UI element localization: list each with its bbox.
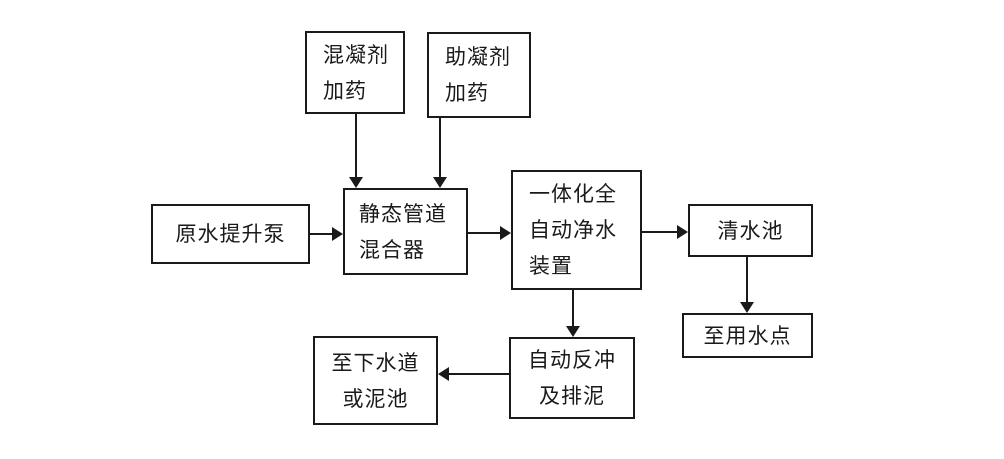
- node-label-line: 加药: [445, 81, 489, 105]
- node-label-line: 助凝剂: [445, 45, 511, 69]
- node-label-line: 自动净水: [529, 218, 617, 242]
- node-label-line: 及排泥: [539, 384, 605, 408]
- node-label-line: 至下水道: [331, 350, 420, 375]
- node-auto-backwash-sludge: 自动反冲 及排泥: [509, 337, 635, 419]
- node-label-line: 清水池: [717, 218, 784, 243]
- node-label-line: 装置: [529, 254, 573, 278]
- node-label-line: 静态管道: [359, 201, 447, 226]
- node-label-line: 原水提升泵: [175, 222, 286, 246]
- node-label-line: 一体化全: [529, 182, 617, 206]
- node-label-line: 自动反冲: [528, 348, 616, 372]
- node-to-sewer-or-sludge: 至下水道 或泥池: [313, 336, 438, 425]
- node-label-line: 或泥池: [342, 386, 409, 411]
- node-integrated-purifier: 一体化全 自动净水 装置: [511, 170, 642, 290]
- node-to-water-use-point: 至用水点: [682, 313, 813, 358]
- node-label-line: 混凝剂: [323, 42, 389, 67]
- node-label-line: 加药: [323, 78, 367, 103]
- node-coagulant-aid-dosing: 助凝剂 加药: [427, 32, 531, 118]
- node-label-line: 至用水点: [703, 323, 792, 348]
- node-clean-water-tank: 清水池: [688, 204, 813, 257]
- node-raw-water-pump: 原水提升泵: [151, 204, 310, 264]
- node-static-pipe-mixer: 静态管道 混合器: [343, 188, 468, 275]
- node-label-line: 混合器: [359, 237, 425, 262]
- node-coagulant-dosing: 混凝剂 加药: [305, 31, 405, 114]
